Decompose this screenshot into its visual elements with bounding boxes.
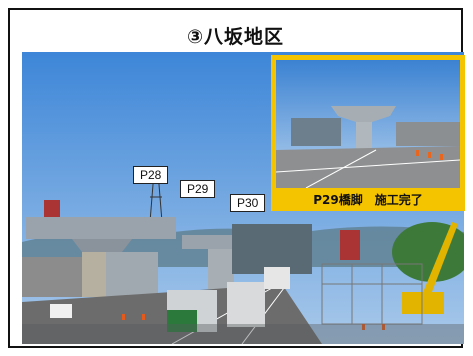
pier-label-p28: P28 — [133, 166, 169, 184]
section-title: ③八坂地区 — [186, 26, 285, 48]
inset-photo-frame: P29橋脚 施工完了 — [271, 55, 465, 211]
inset-photo — [276, 60, 460, 188]
pier-label-p29: P29 — [180, 180, 216, 198]
inset-scene — [276, 60, 460, 188]
inset-caption: P29橋脚 施工完了 — [313, 193, 423, 207]
pier-label-p30: P30 — [230, 194, 266, 212]
crane — [402, 222, 458, 314]
